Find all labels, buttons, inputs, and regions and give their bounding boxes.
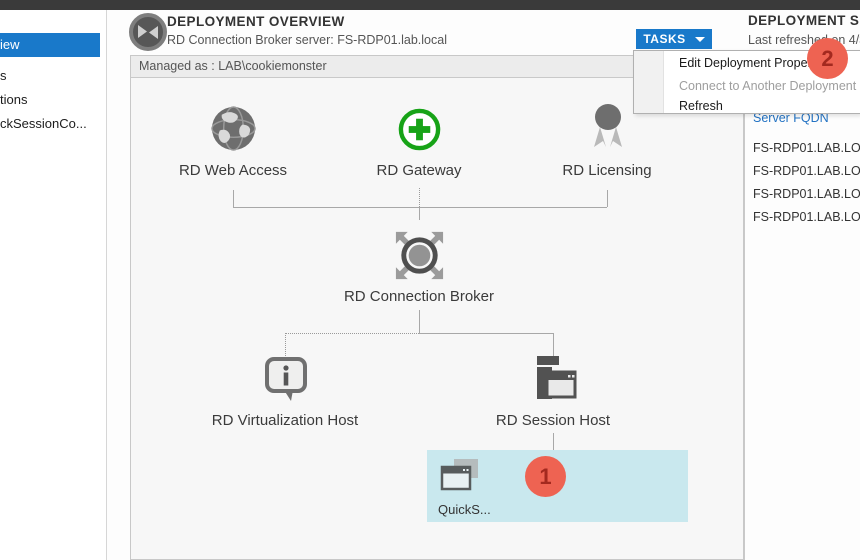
- collection-label[interactable]: QuickS...: [438, 502, 491, 517]
- connector-line: [419, 207, 420, 220]
- connector-line: [553, 333, 554, 356]
- medal-icon[interactable]: [586, 103, 630, 153]
- sidebar-item-label: tions: [0, 92, 27, 107]
- sidebar-item-label: s: [0, 68, 7, 83]
- deployment-overview-icon: [127, 11, 169, 53]
- sidebar-item-label: iew: [0, 37, 20, 52]
- node-rd-session-host[interactable]: RD Session Host: [473, 412, 633, 429]
- connector-line: [233, 207, 607, 208]
- node-rd-web-access[interactable]: RD Web Access: [160, 162, 306, 179]
- chevron-down-icon: [695, 37, 705, 42]
- connector-line: [233, 190, 234, 207]
- info-bubble-icon[interactable]: [262, 355, 310, 405]
- green-plus-icon[interactable]: [397, 107, 442, 152]
- broker-server-subtitle: RD Connection Broker server: FS-RDP01.la…: [167, 33, 447, 47]
- connector-line: [285, 333, 286, 356]
- sidebar-item-label: ckSessionCo...: [0, 116, 87, 131]
- server-row: FS-RDP01.LAB.LOCAL: [753, 210, 860, 224]
- sidebar-item-quicksessioncollection[interactable]: ckSessionCo...: [0, 112, 100, 136]
- connector-line: [607, 190, 608, 207]
- connector-line: [285, 333, 419, 334]
- broker-arrows-icon[interactable]: [392, 228, 447, 283]
- connector-line: [553, 433, 554, 450]
- menu-gutter: [634, 51, 664, 113]
- connector-line: [419, 310, 420, 333]
- server-row: FS-RDP01.LAB.LOCAL: [753, 141, 860, 155]
- tasks-button[interactable]: TASKS: [636, 29, 712, 49]
- server-window-icon[interactable]: [529, 354, 577, 404]
- sidebar-item-overview[interactable]: iew: [0, 33, 100, 57]
- menu-item-connect-to-another-deployment[interactable]: Connect to Another Deployment: [679, 77, 856, 96]
- node-rd-connection-broker[interactable]: RD Connection Broker: [334, 288, 504, 305]
- window-titlebar: [0, 0, 860, 10]
- collection-windows-icon[interactable]: [440, 457, 480, 497]
- connector-line: [419, 188, 420, 207]
- page-title: DEPLOYMENT OVERVIEW: [167, 14, 345, 29]
- annotation-badge-1: 1: [525, 456, 566, 497]
- node-rd-gateway[interactable]: RD Gateway: [346, 162, 492, 179]
- deployment-servers-title: DEPLOYMENT SERVERS: [748, 13, 860, 28]
- connector-line: [419, 333, 553, 334]
- rds-sidebar: iew s tions ckSessionCo...: [0, 10, 107, 560]
- annotation-badge-2: 2: [807, 38, 848, 79]
- node-rd-virtualization-host[interactable]: RD Virtualization Host: [205, 412, 365, 429]
- menu-item-refresh[interactable]: Refresh: [679, 97, 723, 116]
- node-rd-licensing[interactable]: RD Licensing: [534, 162, 680, 179]
- sidebar-item-collections[interactable]: tions: [0, 88, 100, 112]
- panel-divider: [744, 108, 745, 560]
- sidebar-item-servers[interactable]: s: [0, 64, 100, 88]
- server-row: FS-RDP01.LAB.LOCAL: [753, 164, 860, 178]
- globe-icon[interactable]: [210, 105, 257, 152]
- server-row: FS-RDP01.LAB.LOCAL: [753, 187, 860, 201]
- tasks-button-label: TASKS: [643, 32, 685, 46]
